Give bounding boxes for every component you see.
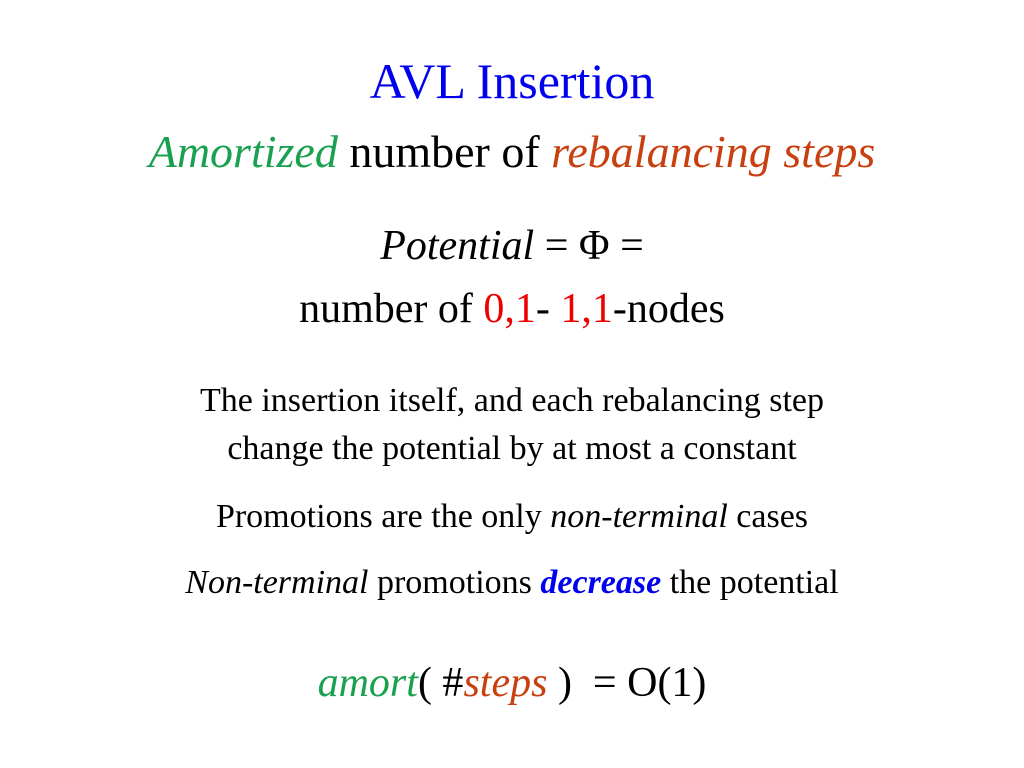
rebalancing-steps-term: rebalancing steps — [551, 126, 876, 177]
nodes-suffix: -nodes — [612, 286, 725, 332]
steps-argument: steps — [463, 660, 548, 706]
nodes-definition: number of 0,1- 1,1-nodes — [0, 288, 1024, 330]
formula-open: ( # — [417, 660, 464, 706]
decrease-term: decrease — [540, 564, 662, 601]
amortized-formula: amort( #steps ) = O(1) — [0, 662, 1024, 704]
slide-subtitle: Amortized number of rebalancing steps — [0, 129, 1024, 175]
amortized-term: Amortized — [148, 126, 338, 177]
nodes-prefix: number of — [299, 286, 484, 332]
subtitle-middle: number of — [337, 126, 552, 177]
non-terminal-term: Non-terminal — [185, 564, 369, 601]
decrease-middle: promotions — [368, 564, 541, 601]
slide-title: AVL Insertion — [369, 53, 655, 109]
potential-term: Potential — [380, 223, 535, 269]
promotions-suffix: cases — [727, 498, 809, 535]
node-type-11: 1,1 — [560, 286, 613, 332]
non-terminal-term: non-terminal — [550, 498, 728, 535]
phi-equals: = Φ = — [534, 223, 644, 269]
node-type-01: 0,1 — [483, 286, 536, 332]
statement-insertion: The insertion itself, and each rebalanci… — [199, 382, 825, 419]
formula-result: ) = O(1) — [547, 660, 707, 706]
decrease-suffix: the potential — [661, 564, 839, 601]
statement-constant-change: change the potential by at most a consta… — [227, 430, 797, 467]
statement-decrease: Non-terminal promotions decrease the pot… — [0, 566, 1024, 600]
promotions-prefix: Promotions are the only — [215, 498, 551, 535]
nodes-separator: - — [535, 286, 561, 332]
statement-promotions: Promotions are the only non-terminal cas… — [0, 500, 1024, 534]
amort-function: amort — [317, 660, 418, 706]
potential-definition: Potential = Φ = — [0, 225, 1024, 267]
